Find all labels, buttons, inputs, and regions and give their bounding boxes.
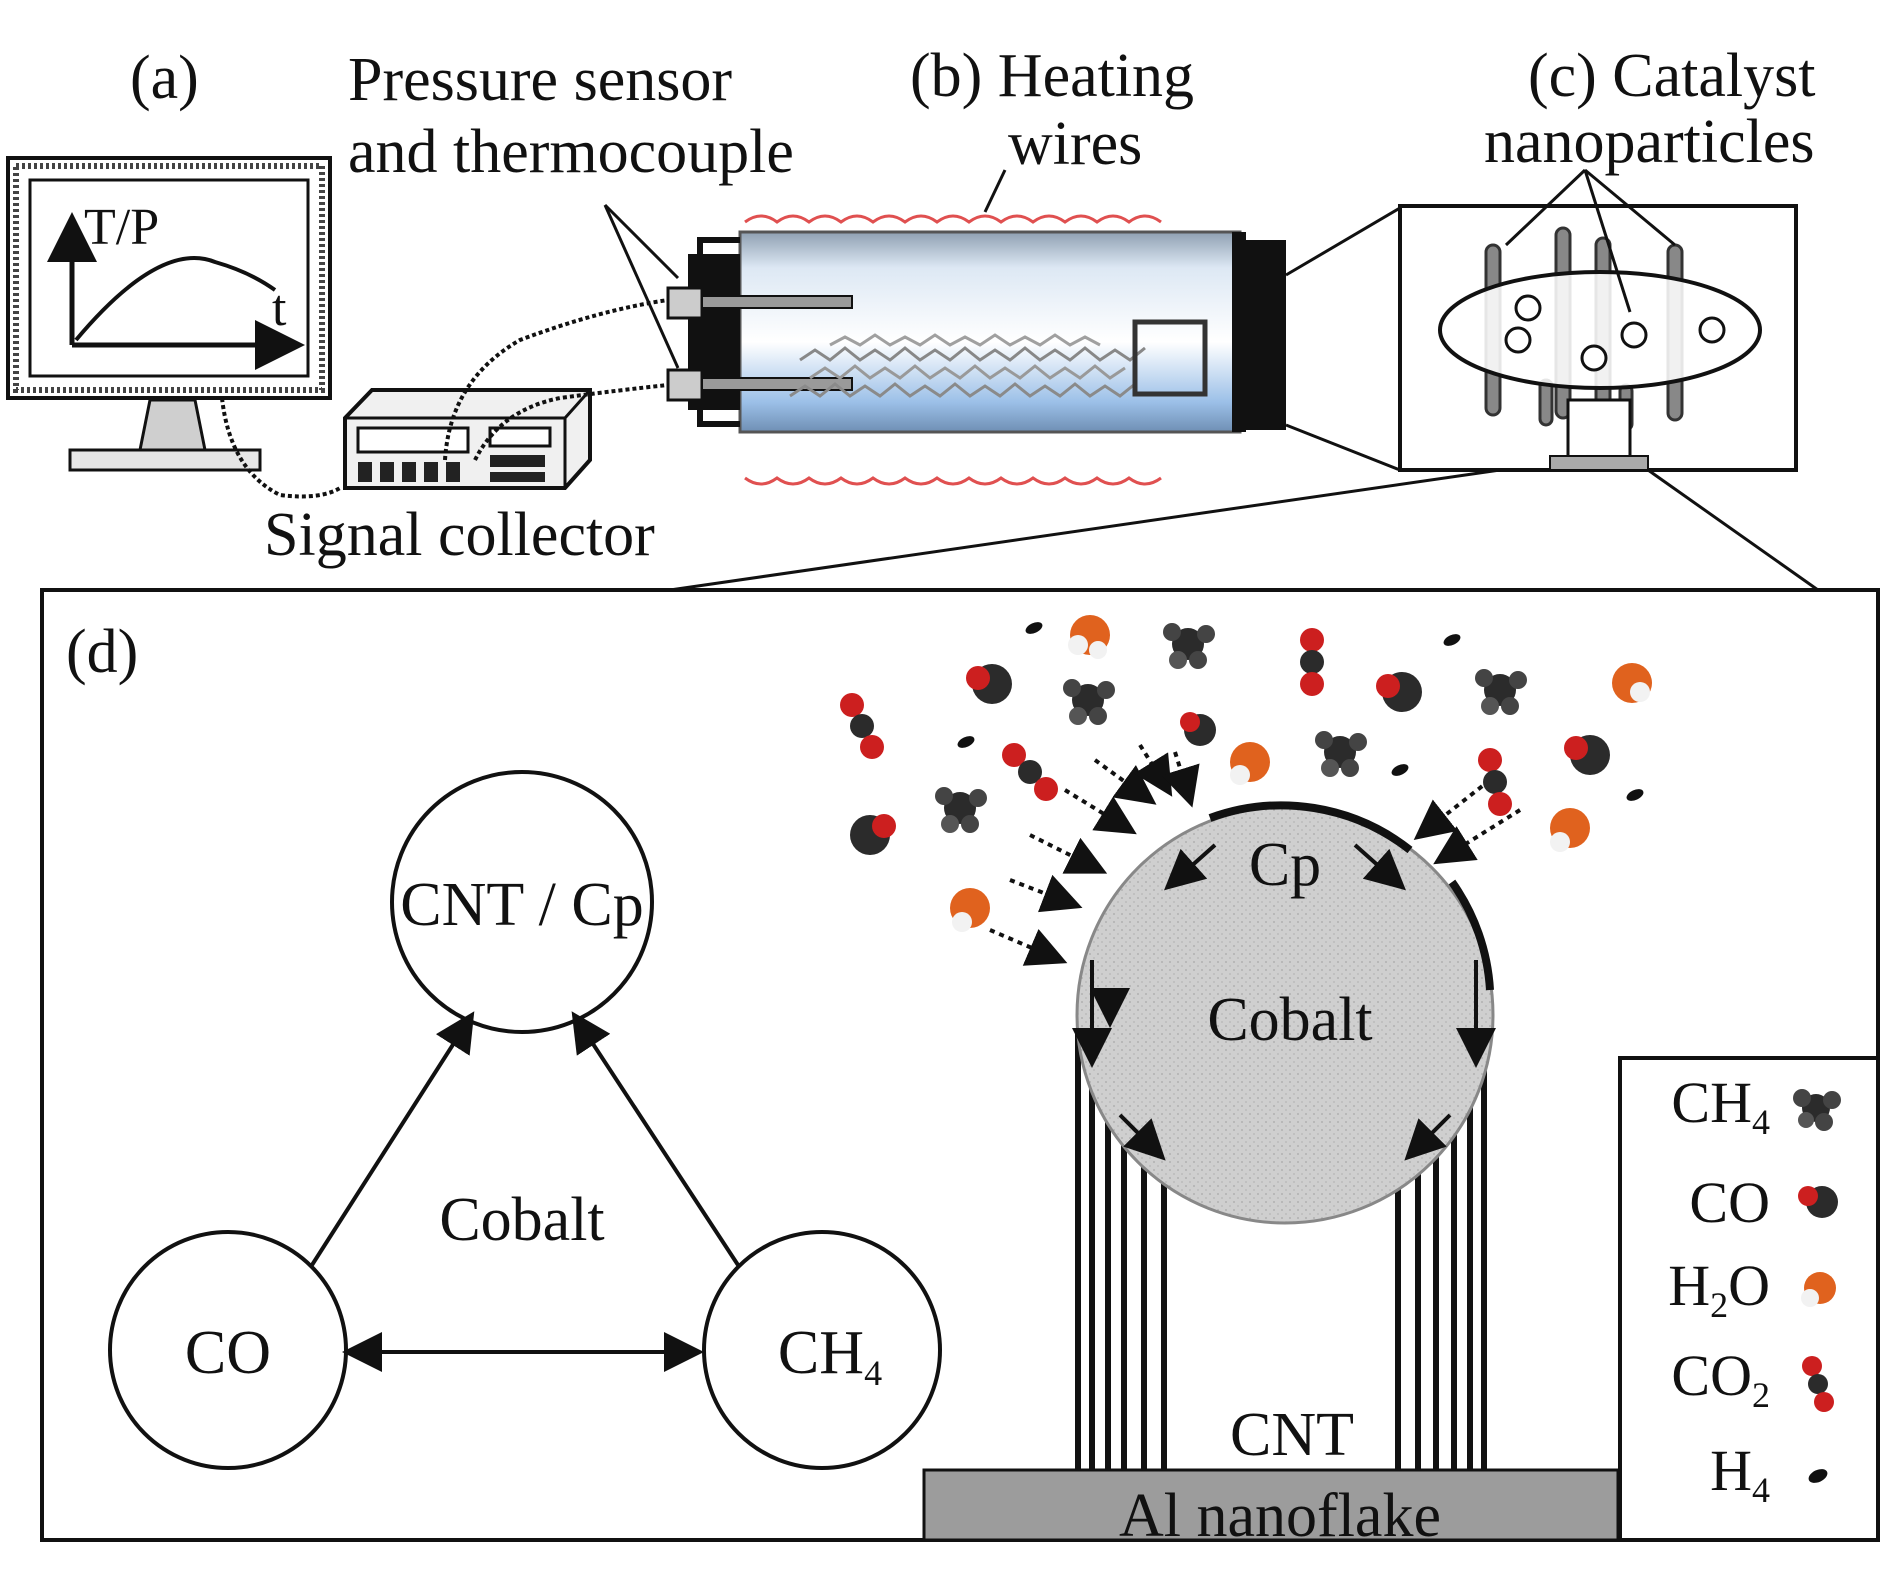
gas-molecules <box>840 615 1652 932</box>
legend-label-2: H2O <box>1668 1253 1770 1325</box>
al-nanoflake-substrate <box>922 1468 1620 1542</box>
label-b-line1: (b) Heating <box>910 42 1194 110</box>
monitor-y-axis-label: T/P <box>84 199 159 256</box>
carbon-dioxide-molecule-icon <box>1002 743 1058 801</box>
carbon-monoxide-molecule-icon <box>1564 735 1610 775</box>
hydrogen-molecule-icon <box>1443 634 1461 646</box>
arrow-ch4-to-cnt <box>571 1011 740 1267</box>
reaction-cycle: CNT / Cp CO CH4 Cobalt <box>108 770 942 1470</box>
carbon-cap-side <box>1448 879 1494 991</box>
core-label: Cobalt <box>1207 986 1372 1054</box>
water-molecule-icon <box>1068 615 1110 659</box>
monitor-x-axis-label: t <box>272 280 287 337</box>
methane-molecule-icon <box>1315 731 1367 777</box>
monitor-curve <box>74 256 277 342</box>
node-cnt-cp <box>390 770 654 1034</box>
carbon-monoxide-molecule-icon <box>966 664 1012 704</box>
monitor-cable <box>220 397 342 499</box>
carbon-cap <box>1208 801 1413 854</box>
carbon-monoxide-molecule-icon <box>1376 672 1422 712</box>
carbon-dioxide-molecule-icon <box>1300 628 1324 696</box>
methane-molecule-icon <box>1475 669 1527 715</box>
node-ch4-label: CH4 <box>778 1319 882 1393</box>
label-a: (a) <box>130 44 199 112</box>
sensor-cable-1 <box>443 298 669 461</box>
carbon-dioxide-molecule-icon <box>1478 748 1512 816</box>
label-signal-collector: Signal collector <box>264 501 655 569</box>
carbon-monoxide-molecule-icon <box>1180 712 1216 746</box>
carbon-dioxide-molecule-icon <box>840 693 884 759</box>
legend-label-1: CO <box>1689 1170 1770 1235</box>
hydrogen-molecule-icon <box>957 736 975 748</box>
substrate-label: Al nanoflake <box>1119 1482 1441 1550</box>
hydrogen-molecule-icon <box>1808 1469 1828 1483</box>
water-molecule-icon <box>1801 1272 1836 1307</box>
label-c-line1: (c) Catalyst <box>1528 42 1816 110</box>
water-molecule-icon <box>950 888 990 932</box>
methane-molecule-icon <box>1163 623 1215 669</box>
node-cnt-cp-label: CNT / Cp <box>400 871 643 939</box>
heating-wire-bottom <box>744 476 1162 486</box>
cycle-center-label: Cobalt <box>439 1186 604 1254</box>
label-pressure-line1: Pressure sensor <box>348 46 732 114</box>
hydrogen-molecule-icon <box>1391 764 1409 776</box>
cap-label: Cp <box>1249 831 1321 899</box>
hydrogen-molecule-icon <box>1025 622 1043 634</box>
label-b-line2: wires <box>1008 110 1142 178</box>
signal-collector <box>343 388 592 490</box>
node-co-label: CO <box>185 1319 271 1387</box>
methane-molecule-icon <box>1063 679 1115 725</box>
label-c-line2: nanoparticles <box>1484 108 1815 176</box>
water-molecule-icon <box>1612 663 1652 703</box>
label-pressure-line2: and thermocouple <box>348 118 794 186</box>
carbon-dioxide-molecule-icon <box>1802 1356 1834 1412</box>
cnt-label: CNT <box>1230 1401 1354 1469</box>
methane-molecule-icon <box>935 787 987 833</box>
legend-label-4: H4 <box>1710 1438 1770 1510</box>
arrow-co-to-cnt <box>310 1011 475 1267</box>
catalyst-panel <box>1398 204 1798 472</box>
reactor-tube <box>666 230 1286 434</box>
water-molecule-icon <box>1230 742 1270 785</box>
label-d: (d) <box>66 618 138 686</box>
carbon-monoxide-molecule-icon <box>1798 1186 1838 1218</box>
legend-label-3: CO2 <box>1671 1343 1770 1415</box>
methane-molecule-icon <box>1793 1089 1841 1131</box>
monitor: T/P t <box>6 156 332 472</box>
hydrogen-molecule-icon <box>1626 789 1644 801</box>
water-molecule-icon <box>1550 808 1590 852</box>
gas-flow-arrows <box>989 743 1522 966</box>
legend: CH4 CO H2O CO2 H4 <box>1618 1056 1880 1542</box>
node-ch4 <box>702 1230 942 1470</box>
legend-label-0: CH4 <box>1671 1070 1770 1142</box>
cnt-tubes <box>1075 1030 1487 1470</box>
heating-wire-top <box>744 214 1162 224</box>
diffusion-arrows <box>1072 843 1496 1161</box>
carbon-monoxide-molecule-icon <box>850 814 896 855</box>
